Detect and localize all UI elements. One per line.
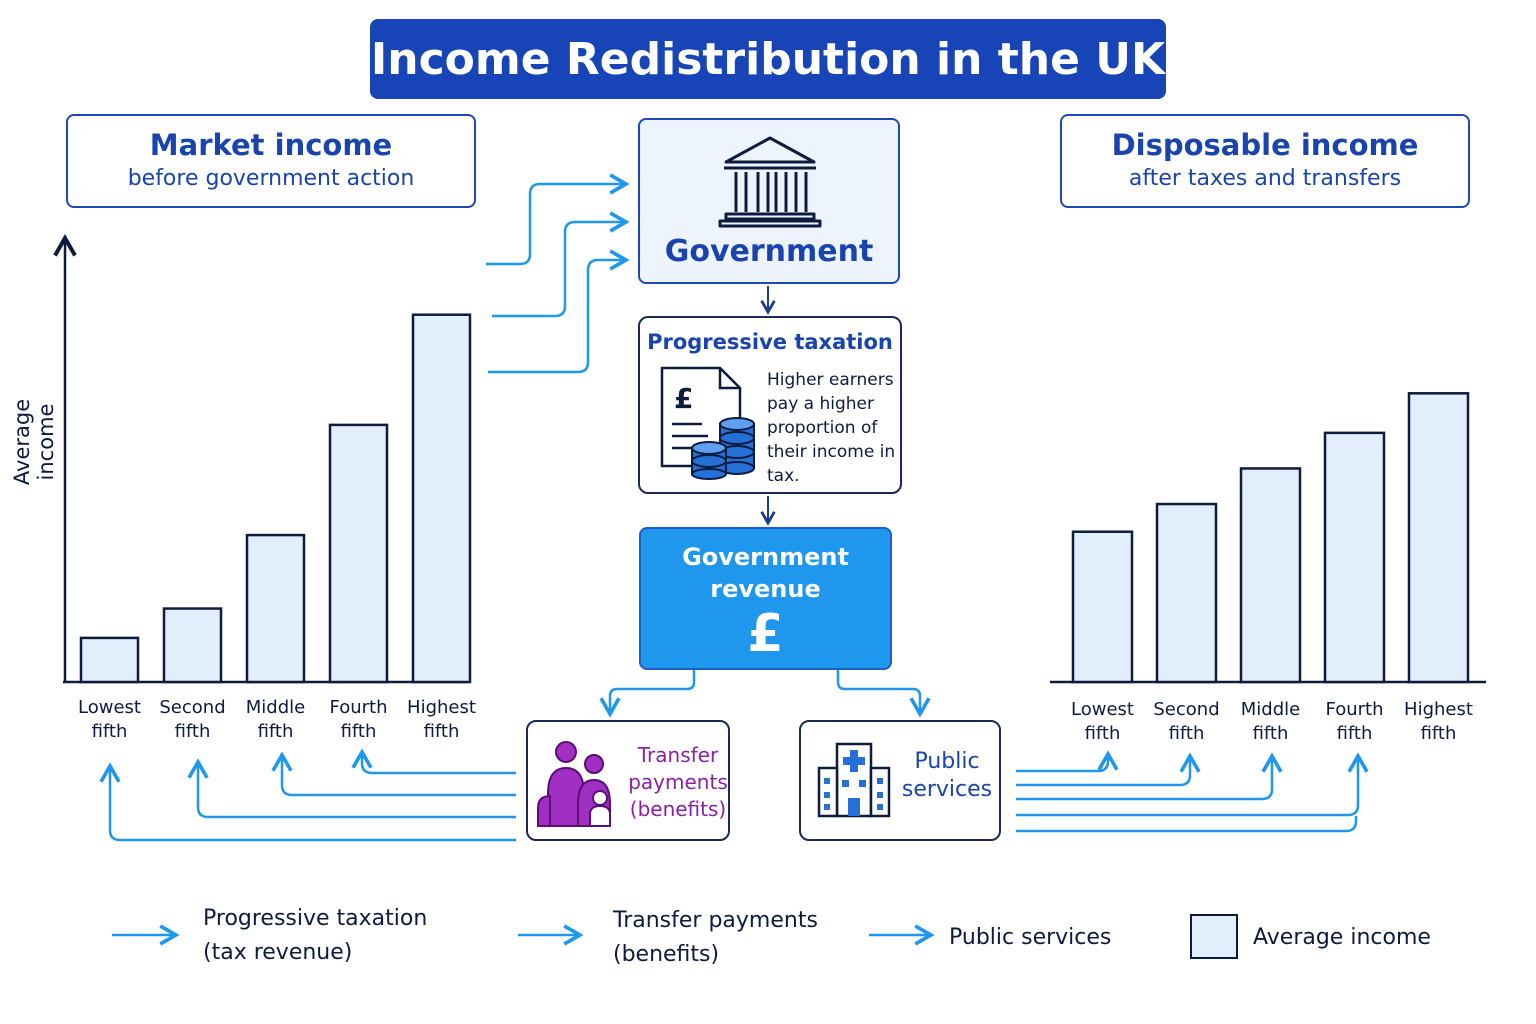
public-services-label: Public services — [901, 749, 993, 802]
disposable-category-label: Fourth fifth — [1325, 699, 1384, 744]
market-income-header: Market income before government action — [66, 114, 476, 208]
market-category-label: Second fifth — [159, 697, 226, 742]
disposable-income-subheading: after taxes and transfers — [1128, 166, 1402, 191]
transfer-payments-box: Transfer payments (benefits) — [526, 720, 730, 841]
tax-document-coins-icon: £ — [660, 366, 755, 480]
disposable-bar-4 — [1323, 431, 1386, 684]
public-services-box: Public services — [799, 720, 1001, 841]
market-bar-4 — [328, 423, 389, 684]
disposable-bar-5 — [1407, 392, 1470, 684]
revenue-label: Government revenue — [682, 543, 849, 603]
legend-public-label: Public services — [949, 925, 1112, 950]
disposable-category-label: Highest fifth — [1404, 699, 1473, 744]
market-category-label: Lowest fifth — [78, 697, 141, 742]
government-label: Government — [664, 234, 874, 269]
tax-flow-arrows — [486, 173, 630, 374]
transfer-flow-arrows — [99, 748, 516, 842]
market-income-heading: Market income — [149, 128, 393, 162]
transfer-payments-label: Transfer payments (benefits) — [628, 743, 728, 821]
pound-symbol: £ — [747, 604, 784, 664]
government-revenue-box: Government revenue £ — [639, 527, 892, 670]
bank-building-icon — [718, 136, 822, 228]
disposable-income-heading: Disposable income — [1111, 128, 1419, 162]
market-bar-1 — [79, 636, 140, 684]
market-category-label: Highest fifth — [407, 697, 476, 742]
legend-tax-label: Progressive taxation (tax revenue) — [203, 906, 428, 965]
market-bar-3 — [245, 533, 306, 684]
disposable-income-header: Disposable income after taxes and transf… — [1060, 114, 1470, 208]
market-income-subheading: before government action — [127, 166, 415, 191]
disposable-category-label: Second fifth — [1153, 699, 1220, 744]
legend-income-label: Average income — [1253, 925, 1431, 950]
legend-income-swatch — [1190, 914, 1238, 959]
market-bar-5 — [411, 313, 472, 684]
svg-text:£: £ — [674, 382, 693, 415]
market-category-label: Fourth fifth — [329, 697, 388, 742]
page-title: Income Redistribution in the UK — [370, 19, 1166, 99]
taxation-title: Progressive taxation — [647, 330, 893, 354]
market-bar-2 — [162, 607, 223, 684]
disposable-category-label: Middle fifth — [1240, 699, 1301, 744]
disposable-bar-3 — [1239, 467, 1302, 684]
hospital-icon — [817, 742, 891, 818]
disposable-category-label: Lowest fifth — [1071, 699, 1134, 744]
market-category-label: Middle fifth — [245, 697, 306, 742]
legend-transfer-label: Transfer payments (benefits) — [613, 908, 818, 967]
government-box: Government — [638, 118, 900, 284]
family-icon — [537, 741, 611, 827]
disposable-bar-2 — [1155, 502, 1218, 684]
progressive-taxation-box: Progressive taxation £ Higher earners pa… — [638, 316, 902, 494]
disposable-bar-1 — [1071, 530, 1134, 684]
public-flow-arrows — [1016, 750, 1369, 833]
taxation-description: Higher earners pay a higher proportion o… — [767, 370, 896, 486]
